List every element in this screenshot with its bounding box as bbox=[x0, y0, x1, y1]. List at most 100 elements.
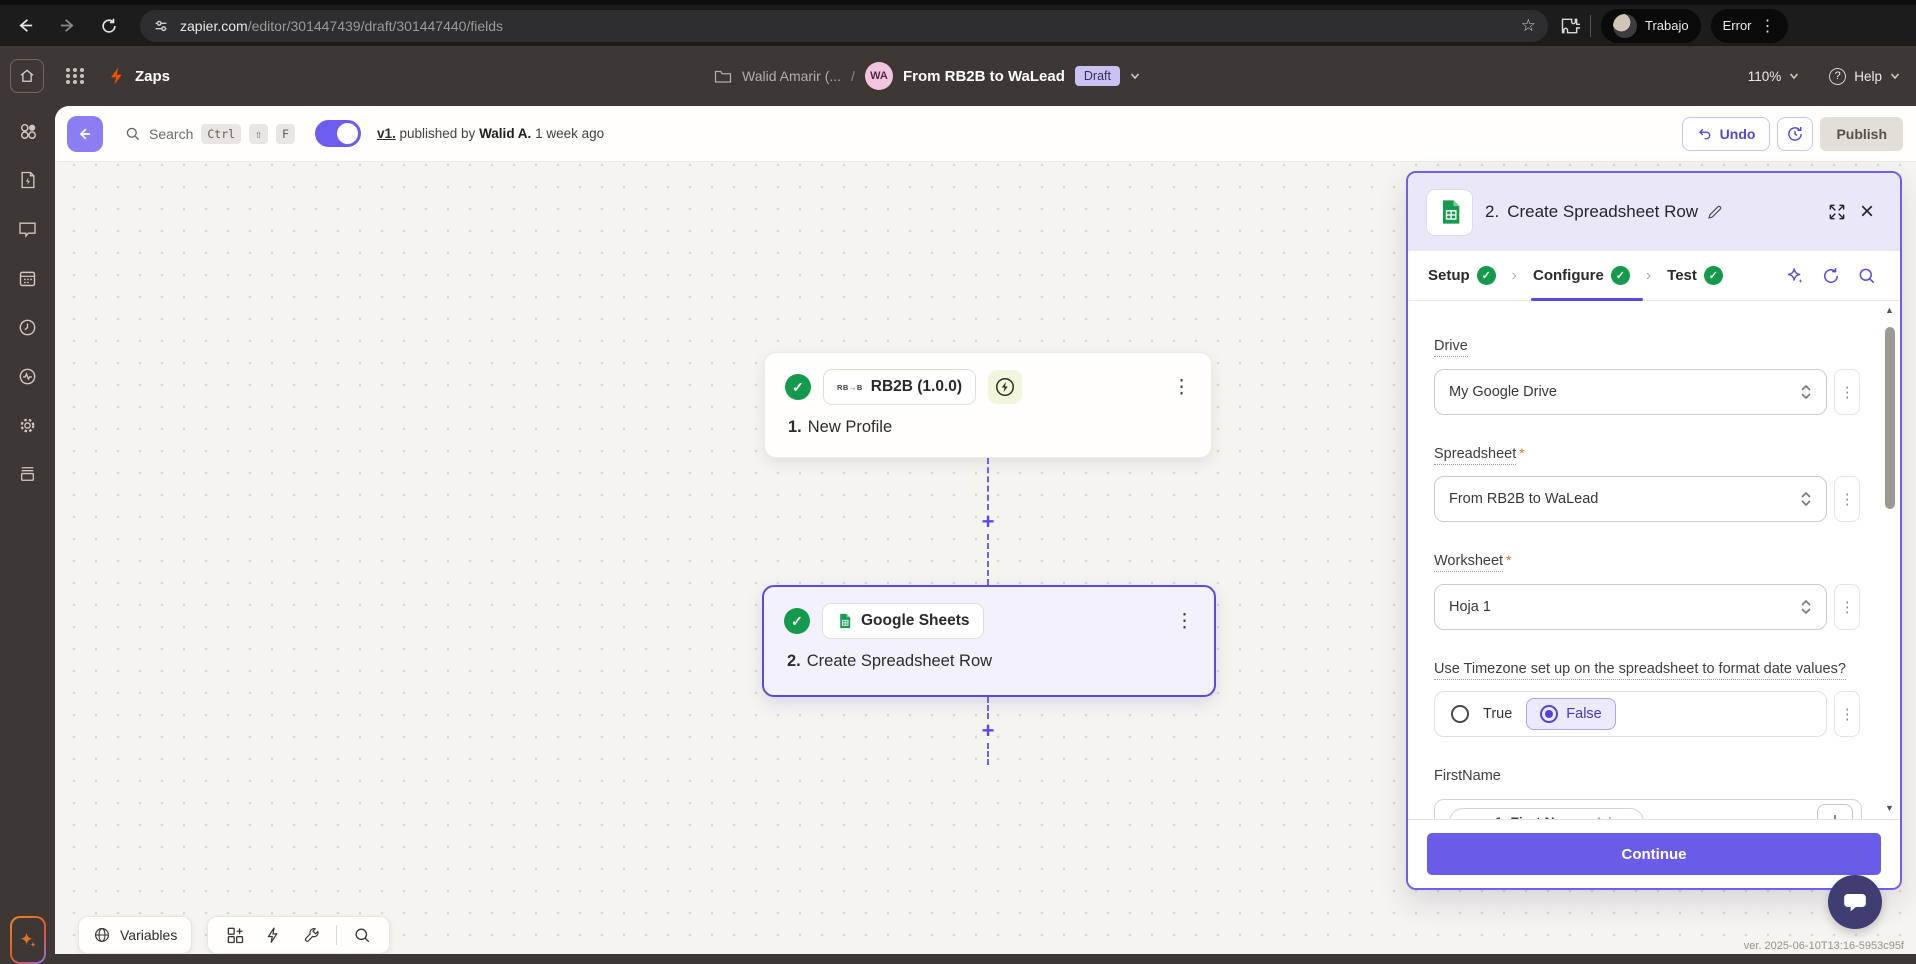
tray-icon bbox=[21, 467, 34, 481]
spreadsheet-options-button[interactable]: ⋮ bbox=[1834, 476, 1860, 523]
tab-configure[interactable]: Configure ✓ bbox=[1533, 266, 1630, 285]
sidebar-item-settings[interactable] bbox=[17, 414, 39, 436]
browser-back-button[interactable] bbox=[8, 9, 42, 43]
support-chat-button[interactable] bbox=[1828, 875, 1882, 929]
firstname-input[interactable]: RB→B 1. First Name: Adam + bbox=[1434, 798, 1862, 819]
bookmark-star-icon[interactable]: ☆ bbox=[1520, 15, 1536, 35]
step1-menu-button[interactable]: ⋮ bbox=[1172, 376, 1191, 398]
layout-add-button[interactable] bbox=[218, 920, 252, 950]
tab-test[interactable]: Test ✓ bbox=[1667, 266, 1723, 285]
site-info-icon[interactable] bbox=[152, 17, 170, 35]
drive-select[interactable]: My Google Drive bbox=[1434, 368, 1828, 415]
select-chevrons-icon bbox=[1801, 599, 1811, 614]
rb2b-logo-icon: RB→B bbox=[1462, 817, 1488, 819]
chevron-down-icon[interactable] bbox=[1789, 71, 1799, 81]
browser-menu-icon[interactable]: ⋮ bbox=[1759, 17, 1776, 35]
step-card-1[interactable]: ✓ RB→B RB2B (1.0.0) ⋮ 1.New Profile bbox=[764, 352, 1212, 458]
radio-false-selected[interactable]: False bbox=[1526, 698, 1616, 731]
add-step-button[interactable]: + bbox=[981, 508, 995, 534]
rb2b-logo-icon: RB→B bbox=[837, 382, 863, 392]
extensions-icon[interactable] bbox=[1560, 16, 1580, 36]
radio-false[interactable] bbox=[1540, 705, 1559, 724]
scroll-down-arrow[interactable]: ▼ bbox=[1885, 803, 1894, 813]
panel-scrollbar[interactable]: ▲ ▼ bbox=[1883, 305, 1897, 813]
select-chevrons-icon bbox=[1801, 384, 1811, 399]
shapes-icon bbox=[20, 123, 36, 139]
version-link[interactable]: v1. bbox=[376, 126, 396, 141]
back-arrow-icon bbox=[79, 127, 90, 140]
home-button[interactable] bbox=[10, 59, 44, 93]
select-chevrons-icon bbox=[1801, 491, 1811, 507]
add-step-button[interactable]: + bbox=[981, 718, 995, 743]
chevron-down-icon[interactable] bbox=[1130, 71, 1140, 81]
published-status: v1. published by Walid A. 1 week ago bbox=[376, 126, 605, 141]
radio-true-label[interactable]: True bbox=[1483, 706, 1513, 723]
chevron-down-icon[interactable] bbox=[1890, 71, 1900, 81]
timezone-options-button[interactable]: ⋮ bbox=[1834, 691, 1860, 738]
drive-options-button[interactable]: ⋮ bbox=[1834, 368, 1860, 415]
step-success-icon: ✓ bbox=[785, 374, 811, 400]
sidebar-item-messages[interactable] bbox=[17, 218, 39, 240]
version-toggle[interactable] bbox=[314, 120, 361, 147]
editor-version-stamp: ver. 2025-06-10T13:16-5953c95f bbox=[1743, 940, 1904, 952]
editor-back-button[interactable] bbox=[67, 115, 103, 152]
browser-reload-button[interactable] bbox=[92, 9, 126, 43]
undo-button[interactable]: Undo bbox=[1681, 116, 1771, 151]
sidebar-item-schedule[interactable] bbox=[17, 267, 39, 289]
scroll-up-arrow[interactable]: ▲ bbox=[1885, 305, 1894, 315]
publish-button[interactable]: Publish bbox=[1820, 116, 1903, 151]
sidebar-item-templates[interactable] bbox=[17, 169, 39, 191]
ai-copilot-button[interactable] bbox=[10, 916, 46, 964]
spreadsheet-select[interactable]: From RB2B to WaLead bbox=[1434, 476, 1828, 523]
bolt-icon bbox=[267, 927, 278, 943]
step1-app-pill[interactable]: RB→B RB2B (1.0.0) bbox=[823, 369, 977, 405]
step-card-2[interactable]: ✓ Google Sheets ⋮ 2.Create Spreadsheet R… bbox=[762, 585, 1216, 697]
search-fields-button[interactable] bbox=[1854, 263, 1880, 289]
zap-title[interactable]: From RB2B to WaLead bbox=[902, 67, 1065, 85]
radio-true[interactable] bbox=[1451, 705, 1469, 724]
mapped-field-token[interactable]: RB→B 1. First Name: Adam bbox=[1449, 807, 1644, 819]
active-tab-underline bbox=[1531, 298, 1643, 301]
worksheet-options-button[interactable]: ⋮ bbox=[1834, 583, 1860, 630]
author-name: Walid A. bbox=[479, 126, 532, 141]
sidebar-item-archive[interactable] bbox=[17, 463, 39, 485]
sidebar-item-monitoring[interactable] bbox=[17, 365, 39, 387]
search-icon bbox=[126, 127, 140, 140]
browser-error-chip[interactable]: Error ⋮ bbox=[1710, 8, 1788, 43]
spreadsheet-value: From RB2B to WaLead bbox=[1449, 491, 1599, 508]
spreadsheet-label: Spreadsheet bbox=[1434, 445, 1517, 465]
continue-button[interactable]: Continue bbox=[1427, 833, 1881, 875]
edit-pencil-icon[interactable] bbox=[1706, 204, 1723, 221]
worksheet-select[interactable]: Hoja 1 bbox=[1434, 583, 1828, 630]
browser-profile-chip[interactable]: Trabajo bbox=[1601, 8, 1701, 43]
version-history-button[interactable] bbox=[1777, 116, 1814, 151]
step2-app-pill[interactable]: Google Sheets bbox=[822, 603, 984, 639]
build-tools-button[interactable] bbox=[294, 920, 328, 950]
insert-data-button[interactable]: + bbox=[1817, 803, 1853, 819]
tab-setup[interactable]: Setup ✓ bbox=[1428, 266, 1496, 285]
variables-button[interactable]: Variables bbox=[78, 916, 193, 954]
url-bar[interactable]: zapier.com/editor/301447439/draft/301447… bbox=[140, 9, 1548, 42]
panel-header: 2.Create Spreadsheet Row × bbox=[1408, 173, 1900, 251]
scrollbar-thumb[interactable] bbox=[1885, 327, 1895, 509]
zaps-label[interactable]: Zaps bbox=[135, 67, 171, 85]
sidebar-item-zaps[interactable] bbox=[17, 120, 39, 142]
activity-icon bbox=[19, 368, 36, 384]
expand-panel-button[interactable] bbox=[1822, 197, 1852, 227]
close-panel-button[interactable]: × bbox=[1859, 198, 1874, 225]
browser-forward-button[interactable] bbox=[50, 9, 84, 43]
help-label[interactable]: Help bbox=[1854, 68, 1882, 84]
search-control[interactable]: Search Ctrl ⇧ F bbox=[125, 123, 295, 144]
browser-toolbar: zapier.com/editor/301447439/draft/301447… bbox=[0, 0, 1916, 46]
breadcrumb-folder[interactable]: Walid Amarir (... bbox=[742, 68, 842, 84]
zap-actions-button[interactable] bbox=[256, 920, 290, 950]
panel-scroll-area[interactable]: Drive My Google Drive ⋮ Spreadsheet* Fro… bbox=[1408, 301, 1900, 819]
canvas-search-button[interactable] bbox=[345, 920, 379, 950]
ai-assist-button[interactable] bbox=[1782, 263, 1808, 289]
step2-menu-button[interactable]: ⋮ bbox=[1175, 610, 1194, 632]
apps-menu-button[interactable] bbox=[66, 68, 85, 84]
zoom-level[interactable]: 110% bbox=[1747, 68, 1782, 84]
refresh-fields-button[interactable] bbox=[1818, 263, 1844, 289]
undo-label: Undo bbox=[1719, 125, 1756, 142]
sidebar-item-history[interactable] bbox=[17, 316, 39, 338]
